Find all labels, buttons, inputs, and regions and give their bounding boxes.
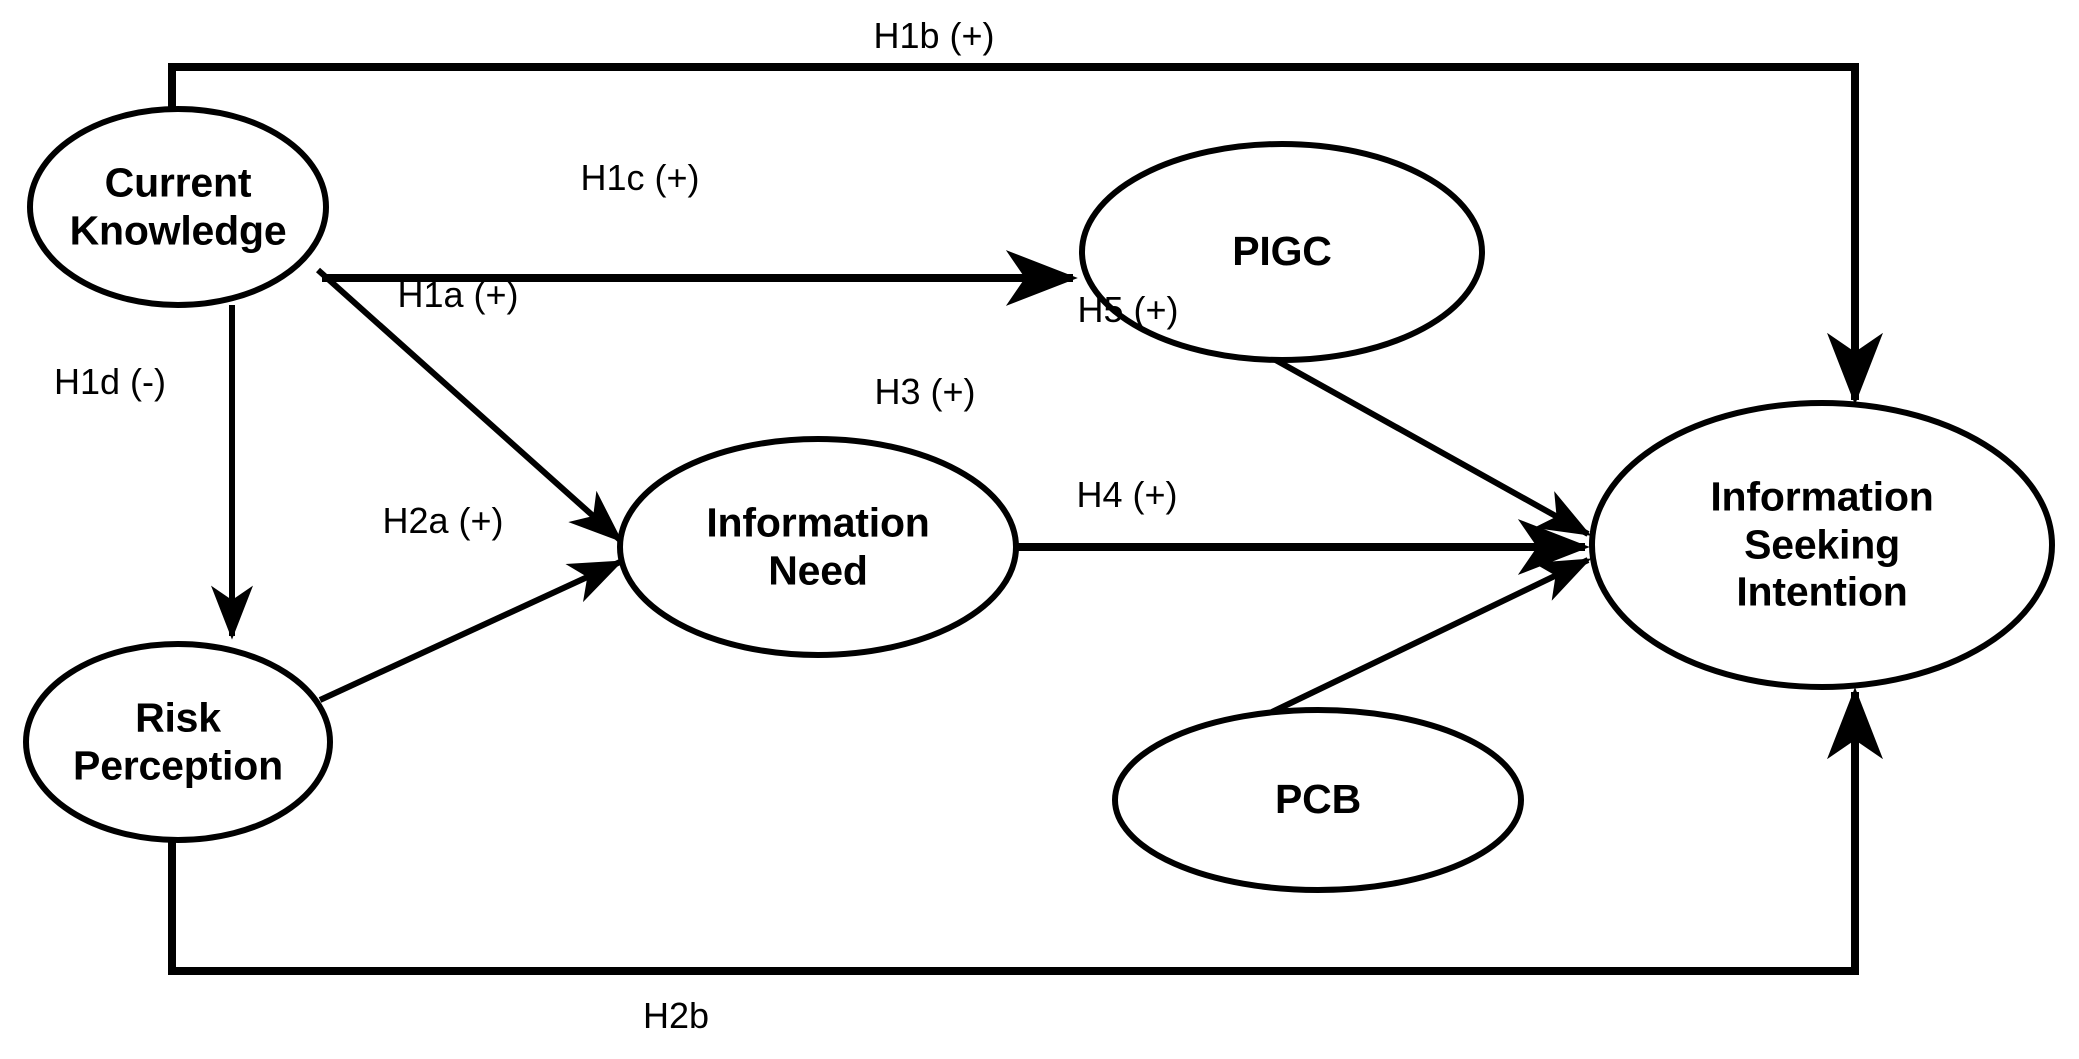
node-pigc[interactable] bbox=[1079, 141, 1485, 363]
edge-h1a bbox=[316, 267, 623, 543]
node-information-need[interactable] bbox=[617, 436, 1019, 658]
edge-h5 bbox=[1270, 355, 1592, 537]
edge-h4 bbox=[1270, 557, 1592, 715]
node-current-knowledge[interactable] bbox=[27, 106, 329, 308]
node-pcb[interactable] bbox=[1112, 707, 1524, 893]
edge-h1b bbox=[168, 63, 1883, 405]
edge-h2b bbox=[168, 687, 1883, 975]
edge-h2a bbox=[318, 559, 624, 703]
node-information-seeking-intention[interactable] bbox=[1589, 400, 2055, 690]
node-risk-perception[interactable] bbox=[23, 641, 333, 843]
